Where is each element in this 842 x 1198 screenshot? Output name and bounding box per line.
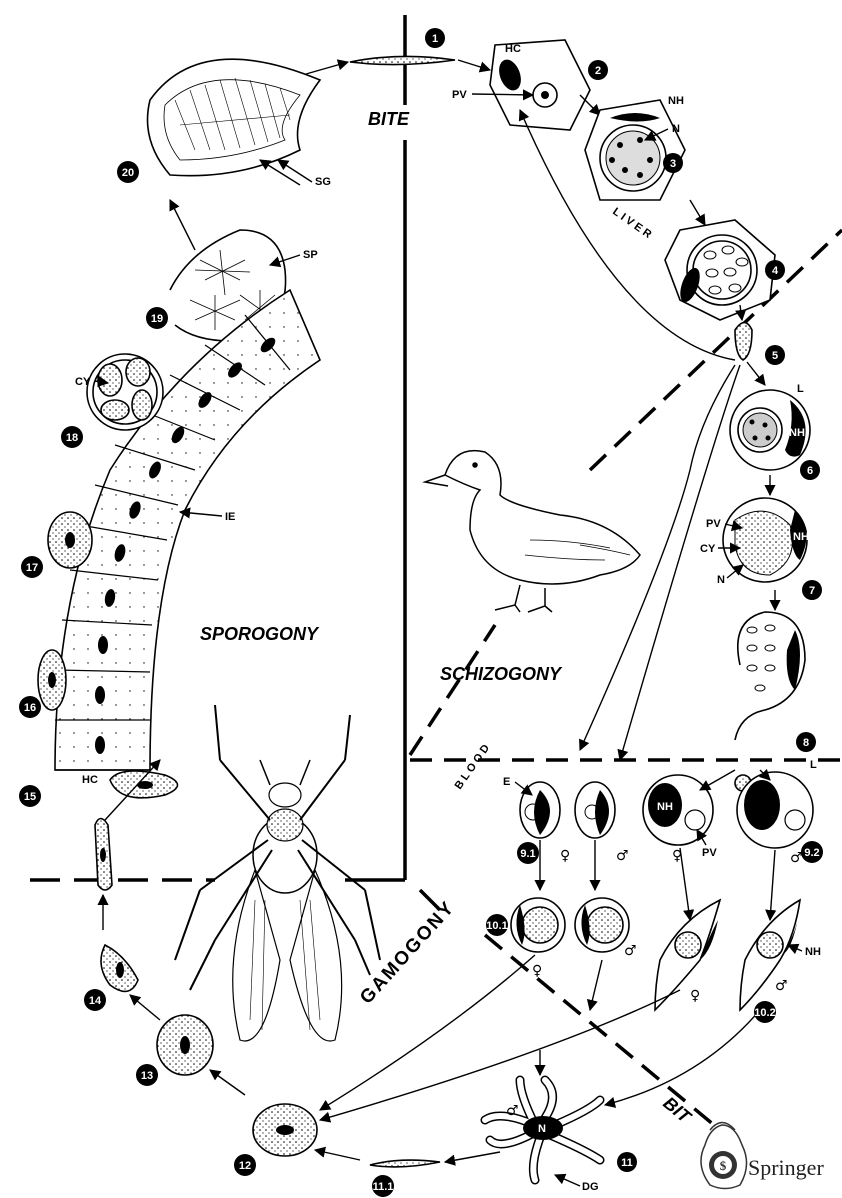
label-ie: IE [225, 511, 235, 523]
liver-stages [490, 40, 775, 320]
mosquito [175, 705, 380, 1041]
label-nh-7: NH [793, 531, 809, 543]
label-e-9: E [503, 776, 510, 788]
stage-number-13: 13 [141, 1070, 153, 1082]
svg-text:$: $ [720, 1158, 727, 1173]
male-symbol: ♂ [506, 1103, 519, 1119]
label-pv-top: PV [452, 89, 467, 101]
label-sp: SP [303, 249, 318, 261]
male-symbol: ♂ [790, 850, 803, 866]
label-sg: SG [315, 176, 331, 188]
label-n-7: N [717, 574, 725, 586]
stage-number-16: 16 [24, 702, 36, 714]
blood-schizonts [723, 390, 810, 791]
male-symbol: ♂ [624, 943, 637, 959]
sporozoite-top [285, 56, 490, 80]
female-symbol: ♀ [672, 848, 682, 864]
label-l-6: L [797, 383, 804, 395]
label-dg-11: DG [582, 1181, 599, 1193]
publisher-name: Springer [748, 1155, 824, 1180]
region-schizogony: SCHIZOGONY [440, 664, 563, 684]
label-n-11: N [538, 1123, 546, 1135]
duck [425, 451, 640, 612]
oocyst-early-nucleus [65, 532, 75, 548]
label-cy-7: CY [700, 543, 716, 555]
female-symbol: ♀ [560, 848, 570, 864]
stage-number-2: 2 [595, 65, 601, 77]
stage-number-6: 6 [807, 465, 813, 477]
stage-number-18: 18 [66, 432, 78, 444]
stage-number-14: 14 [89, 995, 102, 1007]
stage-number-8: 8 [803, 737, 809, 749]
gametocytes-10 [511, 840, 800, 1010]
label-pv-9: PV [702, 847, 717, 859]
region-bite-top: BITE [368, 109, 410, 129]
stage-number-10-1: 10.1 [486, 920, 507, 932]
region-bite-bottom: BIT [659, 1093, 696, 1128]
salivary-gland [148, 59, 321, 185]
stage-number-5: 5 [772, 350, 778, 362]
label-hc-left: HC [82, 774, 98, 786]
label-nh-top: NH [668, 95, 684, 107]
stage-number-19: 19 [151, 313, 163, 325]
male-symbol: ♂ [616, 848, 629, 864]
stage-number-20: 20 [122, 167, 134, 179]
label-nh-6: NH [789, 427, 805, 439]
stage-number-1: 1 [432, 33, 438, 45]
stage-number-11: 11 [621, 1157, 633, 1169]
stage-number-10-2: 10.2 [754, 1007, 775, 1019]
midgut-epithelium [55, 290, 320, 770]
label-nh-10: NH [805, 946, 821, 958]
region-liver: LIVER [610, 206, 656, 243]
male-symbol: ♂ [775, 978, 788, 994]
stage-number-15: 15 [24, 791, 36, 803]
region-blood: BLOOD [453, 740, 494, 792]
label-hc-top: HC [505, 43, 521, 55]
springer-logo: $ [701, 1123, 747, 1189]
label-n-top: N [672, 123, 680, 135]
stage-number-11-1: 11.1 [373, 1181, 394, 1193]
stage-number-17: 17 [26, 562, 38, 574]
stage-number-3: 3 [670, 158, 676, 170]
label-pv-7: PV [706, 518, 721, 530]
region-gamogony: GAMOGONY [356, 897, 459, 1008]
stage-number-4: 4 [772, 265, 779, 277]
stage-number-7: 7 [809, 585, 815, 597]
stage-number-9-1: 9.1 [520, 848, 535, 860]
label-cy-left: CY [75, 376, 91, 388]
merozoite-5 [520, 110, 765, 760]
label-l-9: L [810, 759, 817, 771]
stage-number-9-2: 9.2 [804, 847, 819, 859]
ookinete-in-wall-nucleus [48, 672, 56, 688]
oocyst-cysts [87, 354, 163, 430]
female-symbol: ♀ [690, 988, 700, 1004]
region-sporogony: SPOROGONY [200, 624, 320, 644]
female-symbol: ♀ [532, 963, 542, 979]
stage-number-12: 12 [239, 1160, 251, 1172]
label-nh-9: NH [657, 801, 673, 813]
